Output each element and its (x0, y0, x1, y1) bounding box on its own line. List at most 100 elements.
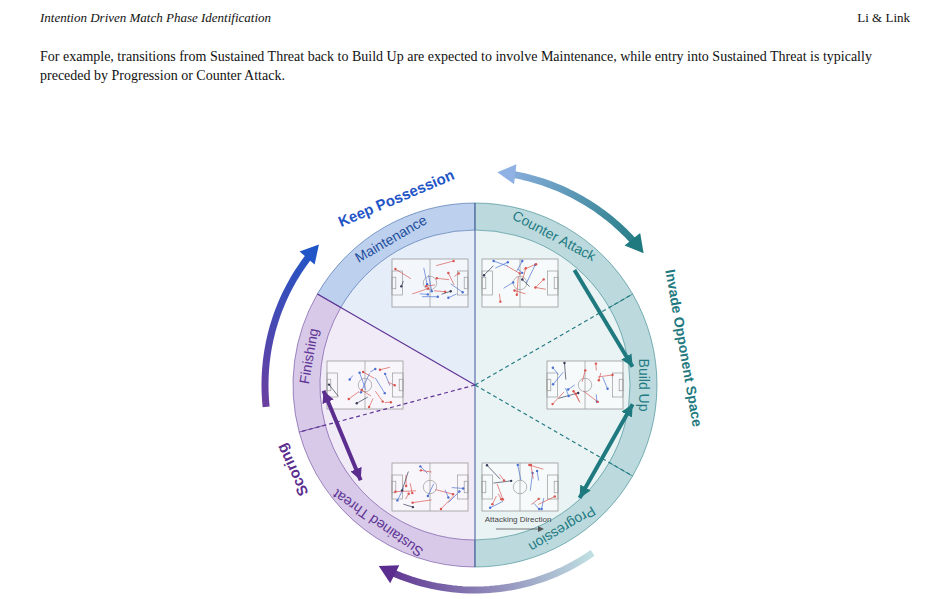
player-dot (538, 508, 540, 510)
movement-trace (536, 279, 543, 286)
movement-trace (442, 291, 451, 294)
movement-trace (517, 277, 519, 295)
penalty-box (482, 475, 493, 499)
player-dot (447, 297, 449, 299)
player-dot (379, 369, 381, 371)
player-dot (440, 508, 442, 510)
player-dot (516, 294, 518, 296)
movement-trace (518, 465, 521, 480)
player-dot (483, 274, 485, 276)
movement-trace (494, 261, 508, 266)
running-header: Intention Driven Match Phase Identificat… (40, 10, 271, 26)
player-dot (348, 398, 350, 400)
goal-box (554, 277, 558, 289)
player-dot (427, 293, 429, 295)
author-header: Li & Link (857, 10, 910, 26)
transition-arrow (324, 391, 361, 481)
player-dot (368, 406, 370, 408)
movement-trace (422, 296, 438, 297)
penalty-box (547, 373, 558, 397)
phase-cycle-arrowhead (625, 233, 644, 253)
movement-trace (448, 294, 456, 298)
player-dot (577, 392, 579, 394)
movement-trace (531, 499, 538, 505)
movement-trace (424, 268, 427, 284)
goal-box (392, 277, 396, 289)
player-dot (452, 493, 454, 495)
phase-cycle-arrowhead (300, 244, 319, 264)
movement-trace (361, 373, 370, 392)
player-dot (401, 489, 403, 491)
player-dot (419, 465, 421, 467)
phase-wheel (293, 203, 657, 567)
penalty-box (547, 475, 558, 499)
movement-trace (542, 498, 544, 509)
player-dot (452, 260, 454, 262)
transition-arrow (580, 404, 633, 498)
movement-trace (445, 490, 448, 498)
player-dot (510, 480, 512, 482)
phase-name: Progression (525, 503, 598, 556)
player-dot (328, 383, 330, 385)
movement-trace (435, 490, 453, 495)
direction-note: Attacking Direction (485, 515, 552, 524)
player-dot (412, 506, 414, 508)
centre-circle (578, 378, 591, 391)
movement-trace (535, 287, 545, 289)
player-dot (551, 403, 553, 405)
movement-trace (603, 377, 608, 389)
centre-circle (513, 276, 526, 289)
movement-trace (553, 368, 559, 375)
player-dot (394, 490, 396, 492)
player-dot (427, 495, 429, 497)
sector-ring (475, 463, 633, 568)
player-dot (458, 272, 460, 274)
movement-trace (369, 398, 373, 407)
movement-trace (434, 290, 445, 292)
goal-box (399, 379, 403, 391)
group-label-box: Scoring (272, 441, 311, 499)
player-dot (374, 368, 376, 370)
movement-trace (349, 392, 359, 399)
pitch-sketch (392, 259, 468, 307)
movement-trace (493, 481, 511, 483)
player-dot (361, 389, 363, 391)
player-dot (517, 464, 519, 466)
player-dot (584, 369, 586, 371)
goal-box (619, 379, 623, 391)
goal-box (327, 379, 331, 391)
player-dot (411, 492, 413, 494)
solid-divider (317, 294, 475, 385)
player-dot (563, 362, 565, 364)
pitch-outline (392, 259, 468, 307)
movement-trace (329, 385, 338, 397)
direction-arrow-line (496, 529, 540, 530)
movement-trace (451, 284, 463, 292)
movement-trace (574, 391, 581, 403)
player-dot (462, 291, 464, 293)
player-dot (572, 390, 574, 392)
movement-trace (497, 484, 503, 499)
phase-name: Counter Attack (510, 207, 599, 265)
phase-cycle-arrow (265, 255, 310, 407)
player-dot (447, 272, 449, 274)
dashed-divider (475, 385, 633, 476)
movement-trace (537, 471, 539, 481)
player-dot (512, 281, 514, 283)
movement-trace (380, 367, 390, 370)
player-dot (384, 392, 386, 394)
player-dot (542, 278, 544, 280)
player-dot (521, 272, 523, 274)
player-dot (500, 498, 502, 500)
movement-trace (538, 496, 555, 504)
player-dot (449, 290, 451, 292)
player-dot (606, 388, 608, 390)
movement-trace (420, 466, 427, 473)
player-dot (525, 267, 527, 269)
penalty-box (612, 373, 623, 397)
movement-trace (375, 391, 382, 401)
phase-segment: Sustained Threat (327, 483, 430, 563)
group-label-box: Invade Opponent Space (662, 268, 705, 428)
player-dot (538, 498, 540, 500)
group-label: Invade Opponent Space (662, 268, 705, 428)
